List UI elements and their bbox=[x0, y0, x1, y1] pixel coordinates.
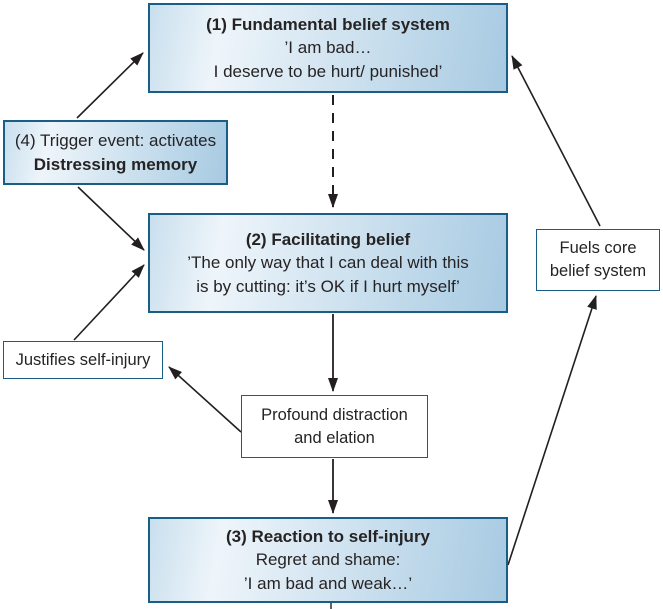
reaction-line2: Regret and shame: bbox=[255, 550, 401, 570]
fuels-line1: Fuels core bbox=[559, 239, 637, 258]
facilitating-line2: ’The only way that I can deal with this bbox=[187, 253, 469, 273]
arrow-fuels-to-fundamental bbox=[511, 55, 601, 227]
box-fuels-core-belief: Fuels core belief system bbox=[536, 229, 660, 291]
box-fundamental-belief-system: (1) Fundamental belief system ’I am bad…… bbox=[148, 3, 508, 93]
fuels-line2: belief system bbox=[549, 262, 647, 280]
fundamental-title: (1) Fundamental belief system bbox=[206, 14, 450, 34]
arrow-trigger-to-facilitating bbox=[77, 186, 145, 251]
arrow-distraction-to-justifies bbox=[168, 366, 242, 433]
facilitating-line3: is by cutting: it’s OK if I hurt myself’ bbox=[196, 276, 460, 296]
arrow-trigger-to-fundamental bbox=[76, 52, 144, 119]
facilitating-title: (2) Facilitating belief bbox=[245, 229, 411, 249]
fundamental-line3: I deserve to be hurt/ punished’ bbox=[213, 61, 443, 81]
distraction-line2: and elation bbox=[294, 428, 375, 447]
justifies-line1: Justifies self-injury bbox=[15, 350, 151, 369]
box-justifies-self-injury: Justifies self-injury bbox=[3, 341, 163, 379]
arrow-justifies-to-facilitating bbox=[73, 264, 145, 341]
box-reaction-to-self-injury: (3) Reaction to self-injury Regret and s… bbox=[148, 517, 508, 603]
box-trigger-event: (4) Trigger event: activates Distressing… bbox=[3, 120, 228, 185]
fundamental-line2: ’I am bad… bbox=[284, 38, 372, 58]
trigger-line2: Distressing memory bbox=[33, 154, 198, 174]
box-profound-distraction: Profound distraction and elation bbox=[241, 395, 428, 458]
trigger-line1: (4) Trigger event: activates bbox=[14, 131, 217, 151]
reaction-title: (3) Reaction to self-injury bbox=[225, 526, 431, 546]
reaction-line3: ’I am bad and weak…’ bbox=[243, 573, 413, 593]
box-facilitating-belief: (2) Facilitating belief ’The only way th… bbox=[148, 213, 508, 313]
distraction-line1: Profound distraction bbox=[261, 405, 408, 424]
arrow-reaction-to-fuels bbox=[507, 295, 597, 566]
